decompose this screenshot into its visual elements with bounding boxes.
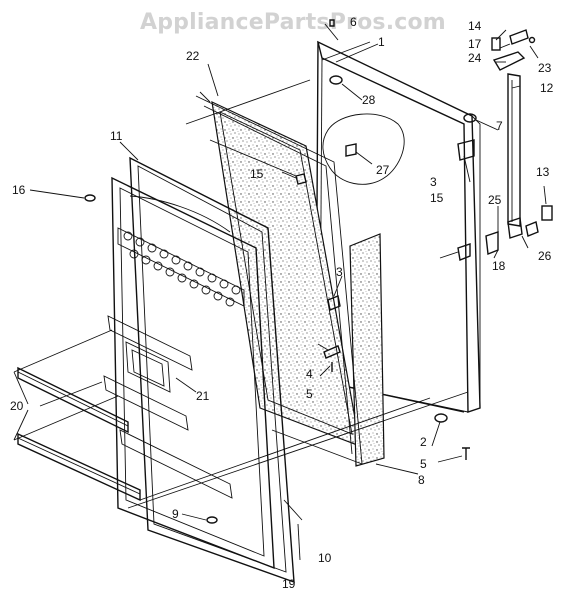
callout-11: 11 bbox=[110, 129, 123, 143]
callout-4: 4 bbox=[306, 367, 313, 381]
callout-3b: 3 bbox=[430, 175, 437, 189]
callout-14: 14 bbox=[468, 19, 482, 33]
side-hinge-assembly bbox=[457, 139, 553, 261]
callout-5b: 5 bbox=[420, 457, 427, 471]
callout-17: 17 bbox=[468, 37, 482, 51]
callout-27: 27 bbox=[376, 163, 390, 177]
alignment-lines bbox=[13, 41, 469, 509]
callout-13: 13 bbox=[536, 165, 550, 179]
callout-25: 25 bbox=[488, 193, 502, 207]
callout-24: 24 bbox=[468, 51, 482, 65]
callout-labels: 1 2 3 3 4 5 5 6 7 8 9 10 11 12 13 14 15 … bbox=[10, 15, 554, 591]
callout-8: 8 bbox=[418, 473, 425, 487]
callout-7: 7 bbox=[496, 119, 503, 133]
callout-9: 9 bbox=[172, 507, 179, 521]
callout-15b: 15 bbox=[430, 191, 444, 205]
callout-28: 28 bbox=[362, 93, 376, 107]
callout-16: 16 bbox=[12, 183, 26, 197]
callout-23: 23 bbox=[538, 61, 552, 75]
callout-6: 6 bbox=[350, 15, 357, 29]
callout-12: 12 bbox=[540, 81, 554, 95]
callout-15a: 15 bbox=[250, 167, 264, 181]
callout-26: 26 bbox=[538, 249, 552, 263]
callout-20: 20 bbox=[10, 399, 24, 413]
callout-5a: 5 bbox=[306, 387, 313, 401]
handle-trim bbox=[507, 73, 521, 227]
callout-22: 22 bbox=[186, 49, 200, 63]
leader-lines bbox=[29, 23, 547, 561]
egg-holder-row bbox=[123, 231, 241, 307]
callout-2: 2 bbox=[420, 435, 427, 449]
callout-18: 18 bbox=[492, 259, 506, 273]
door-shelf-bar-upper bbox=[17, 366, 129, 434]
screws bbox=[84, 19, 470, 524]
callout-19: 19 bbox=[282, 577, 296, 591]
callout-1: 1 bbox=[378, 35, 385, 49]
top-hinge-assembly bbox=[463, 29, 536, 123]
watermark-logo: AppliancePartsPros.com bbox=[140, 10, 446, 35]
callout-3a: 3 bbox=[336, 265, 343, 279]
inner-door-liner bbox=[103, 176, 275, 570]
foam-strip bbox=[349, 233, 385, 467]
callout-10: 10 bbox=[318, 551, 332, 565]
callout-21: 21 bbox=[196, 389, 210, 403]
door-gasket bbox=[129, 95, 363, 584]
